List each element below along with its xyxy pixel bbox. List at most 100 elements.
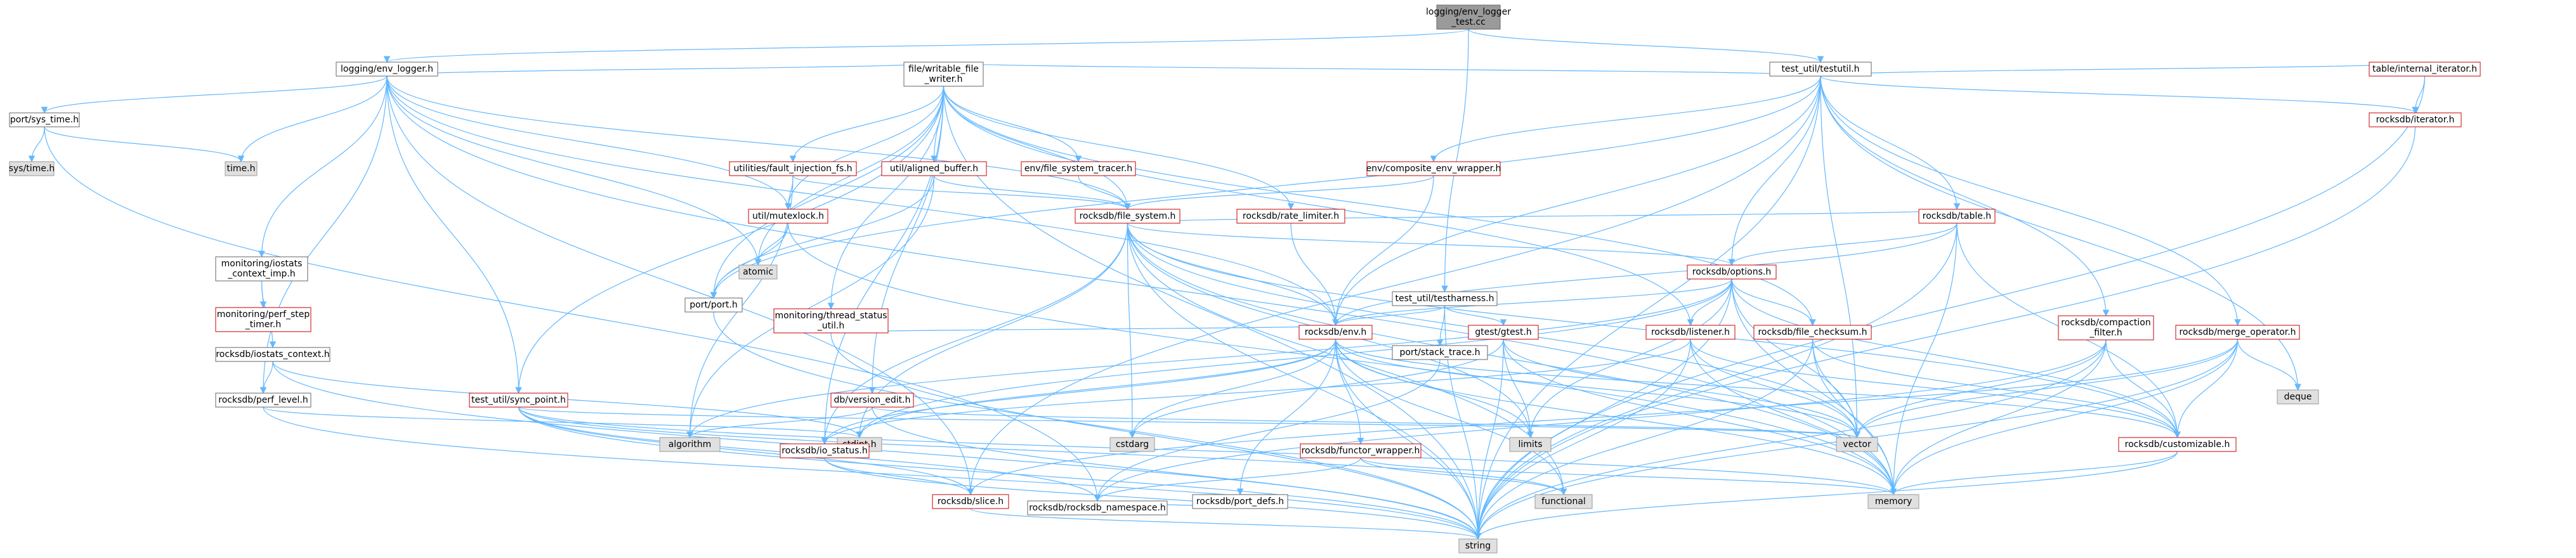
edge-rocksdb_env-to-stdint bbox=[856, 339, 1337, 439]
node-box-rocksdb_namespace bbox=[1027, 500, 1168, 516]
edge-rocksdb_file_system-to-rocksdb_env bbox=[1127, 223, 1339, 327]
node-utilities_fault[interactable]: utilities/fault_injection_fs.h bbox=[729, 161, 857, 176]
node-root[interactable]: logging/env_logger_test.cc bbox=[1426, 4, 1511, 30]
edge-composite_env_wrapper-to-rocksdb_file_system bbox=[1124, 175, 1434, 211]
edge-test_sync_point-to-string bbox=[518, 406, 1482, 540]
node-testutil[interactable]: test_util/testutil.h bbox=[1769, 62, 1872, 77]
node-box-composite_env_wrapper bbox=[1366, 161, 1501, 176]
edge-rocksdb_options-to-rocksdb_customizable bbox=[1731, 278, 2181, 439]
edge-rocksdb_options-to-algorithm bbox=[686, 278, 1732, 439]
edge-rocksdb_file_system-to-rocksdb_io_status bbox=[821, 223, 1128, 445]
edge-root-to-testutil bbox=[1468, 29, 1824, 63]
node-monitoring_perf_step[interactable]: monitoring/perf_step_timer.h bbox=[215, 307, 311, 332]
node-box-sys_time bbox=[9, 112, 80, 127]
node-box-util_mutexlock bbox=[748, 209, 828, 224]
node-box-test_sync_point bbox=[469, 393, 568, 408]
node-box-memory bbox=[1867, 494, 1919, 509]
node-testharness[interactable]: test_util/testharness.h bbox=[1392, 291, 1498, 306]
node-port_stack_trace[interactable]: port/stack_trace.h bbox=[1392, 345, 1488, 360]
node-table_iterator[interactable]: table/internal_iterator.h bbox=[2369, 62, 2481, 77]
node-label-rocksdb_compaction_filter-0: rocksdb/compaction bbox=[2061, 318, 2150, 328]
edge-testutil-to-composite_env_wrapper bbox=[1430, 75, 1821, 163]
node-box-string bbox=[1458, 538, 1498, 554]
edge-rocksdb_listener-to-string bbox=[1474, 339, 1691, 540]
edge-testutil-to-vector bbox=[1820, 75, 1860, 439]
node-box-rocksdb_options bbox=[1687, 264, 1777, 280]
node-box-atomic bbox=[738, 264, 778, 280]
edge-rocksdb_merge_operator-to-rocksdb_slice bbox=[967, 339, 2239, 496]
edge-rocksdb_env-to-rocksdb_customizable bbox=[1335, 339, 2181, 439]
node-label-rocksdb_namespace-0: rocksdb/rocksdb_namespace.h bbox=[1029, 503, 1166, 513]
node-label-sys_time-0: port/sys_time.h bbox=[10, 115, 79, 125]
edge-port_stack_trace-to-rocksdb_namespace bbox=[1094, 359, 1441, 502]
edge-util_aligned-to-rocksdb_file_system bbox=[933, 175, 1131, 211]
edge-rocksdb_compaction_filter-to-string bbox=[1474, 339, 2107, 540]
edge-writable_file_writer-to-monitoring_thread_status bbox=[827, 86, 945, 310]
node-rocksdb_merge_operator[interactable]: rocksdb/merge_operator.h bbox=[2175, 325, 2300, 340]
node-writable_file_writer[interactable]: file/writable_file_writer.h bbox=[903, 62, 984, 87]
node-rocksdb_options[interactable]: rocksdb/options.h bbox=[1687, 264, 1777, 280]
edge-rocksdb_functor-to-memory bbox=[1360, 457, 1897, 496]
node-monitoring_iostats_imp[interactable]: monitoring/iostats_context_imp.h bbox=[215, 256, 308, 282]
node-rocksdb_listener[interactable]: rocksdb/listener.h bbox=[1645, 325, 1736, 340]
node-rocksdb_compaction_filter[interactable]: rocksdb/compaction_filter.h bbox=[2058, 315, 2154, 341]
node-box-rocksdb_iterator bbox=[2369, 112, 2462, 127]
node-rocksdb_customizable[interactable]: rocksdb/customizable.h bbox=[2118, 437, 2237, 452]
node-rocksdb_iostats[interactable]: rocksdb/iostats_context.h bbox=[215, 347, 330, 362]
edge-rocksdb_customizable-to-string bbox=[1474, 451, 2178, 540]
edge-writable_file_writer-to-test_sync_point bbox=[515, 86, 945, 394]
node-box-util_aligned bbox=[881, 161, 987, 176]
edge-util_mutexlock-to-atomic bbox=[754, 223, 789, 266]
node-test_sync_point[interactable]: test_util/sync_point.h bbox=[469, 393, 568, 408]
node-label-env_fs_tracer-0: env/file_system_tracer.h bbox=[1024, 164, 1132, 174]
node-rocksdb_rate_limiter[interactable]: rocksdb/rate_limiter.h bbox=[1236, 209, 1345, 224]
node-gtest[interactable]: gtest/gtest.h bbox=[1468, 325, 1539, 340]
node-util_mutexlock[interactable]: util/mutexlock.h bbox=[748, 209, 828, 224]
node-sys_time_h: sys/time.h bbox=[9, 161, 55, 176]
node-rocksdb_iterator[interactable]: rocksdb/iterator.h bbox=[2369, 112, 2462, 127]
edge-rocksdb_merge_operator-to-rocksdb_customizable bbox=[2174, 339, 2239, 439]
edge-rocksdb_file_system-to-rocksdb_options bbox=[1127, 223, 1736, 266]
node-rocksdb_functor[interactable]: rocksdb/functor_wrapper.h bbox=[1300, 443, 1422, 458]
node-label-port_port-0: port/port.h bbox=[690, 300, 737, 310]
edge-db_version_edit-to-string bbox=[872, 406, 1482, 540]
node-box-vector bbox=[1836, 437, 1878, 452]
edge-testutil-to-rocksdb_env bbox=[1332, 75, 1821, 327]
edge-sys_time-to-time_h bbox=[44, 126, 245, 163]
node-box-sys_time_h bbox=[9, 161, 55, 176]
edge-env_logger-to-rocksdb_env bbox=[386, 75, 1339, 327]
edge-test_sync_point-to-memory bbox=[518, 406, 1897, 496]
node-env_logger[interactable]: logging/env_logger.h bbox=[336, 62, 438, 77]
node-rocksdb_io_status[interactable]: rocksdb/io_status.h bbox=[780, 443, 870, 458]
node-rocksdb_file_system[interactable]: rocksdb/file_system.h bbox=[1075, 209, 1180, 224]
node-rocksdb_slice[interactable]: rocksdb/slice.h bbox=[932, 494, 1009, 509]
node-label-limits-0: limits bbox=[1518, 439, 1542, 450]
node-rocksdb_table[interactable]: rocksdb/table.h bbox=[1918, 209, 1996, 224]
node-box-table_iterator bbox=[2369, 62, 2481, 77]
edge-port_port-to-string bbox=[713, 311, 1482, 540]
node-rocksdb_port_defs[interactable]: rocksdb/port_defs.h bbox=[1192, 494, 1288, 509]
node-rocksdb_perf_level[interactable]: rocksdb/perf_level.h bbox=[215, 393, 311, 408]
node-label-rocksdb_iterator-0: rocksdb/iterator.h bbox=[2376, 115, 2455, 125]
node-label-algorithm-0: algorithm bbox=[669, 439, 712, 450]
edge-table_iterator-to-rocksdb_iterator bbox=[2412, 75, 2426, 114]
node-monitoring_thread_status[interactable]: monitoring/thread_status_util.h bbox=[773, 308, 889, 334]
edge-writable_file_writer-to-utilities_fault bbox=[789, 86, 945, 163]
node-rocksdb_file_checksum[interactable]: rocksdb/file_checksum.h bbox=[1753, 325, 1872, 340]
edge-gtest-to-string bbox=[1474, 339, 1504, 540]
node-label-rocksdb_file_checksum-0: rocksdb/file_checksum.h bbox=[1758, 327, 1867, 337]
node-db_version_edit[interactable]: db/version_edit.h bbox=[830, 393, 914, 408]
node-vector: vector bbox=[1836, 437, 1878, 452]
node-rocksdb_namespace[interactable]: rocksdb/rocksdb_namespace.h bbox=[1027, 500, 1168, 516]
node-rocksdb_env[interactable]: rocksdb/env.h bbox=[1298, 325, 1373, 340]
edge-rocksdb_compaction_filter-to-rocksdb_customizable bbox=[2105, 339, 2181, 439]
node-util_aligned[interactable]: util/aligned_buffer.h bbox=[881, 161, 987, 176]
node-label-testharness-0: test_util/testharness.h bbox=[1396, 294, 1494, 304]
node-port_port[interactable]: port/port.h bbox=[684, 297, 743, 313]
edge-rocksdb_io_status-to-string bbox=[824, 457, 1482, 540]
node-label-gtest-0: gtest/gtest.h bbox=[1475, 327, 1532, 337]
node-env_fs_tracer[interactable]: env/file_system_tracer.h bbox=[1021, 161, 1136, 176]
node-sys_time[interactable]: port/sys_time.h bbox=[9, 112, 80, 127]
node-composite_env_wrapper[interactable]: env/composite_env_wrapper.h bbox=[1366, 161, 1501, 176]
